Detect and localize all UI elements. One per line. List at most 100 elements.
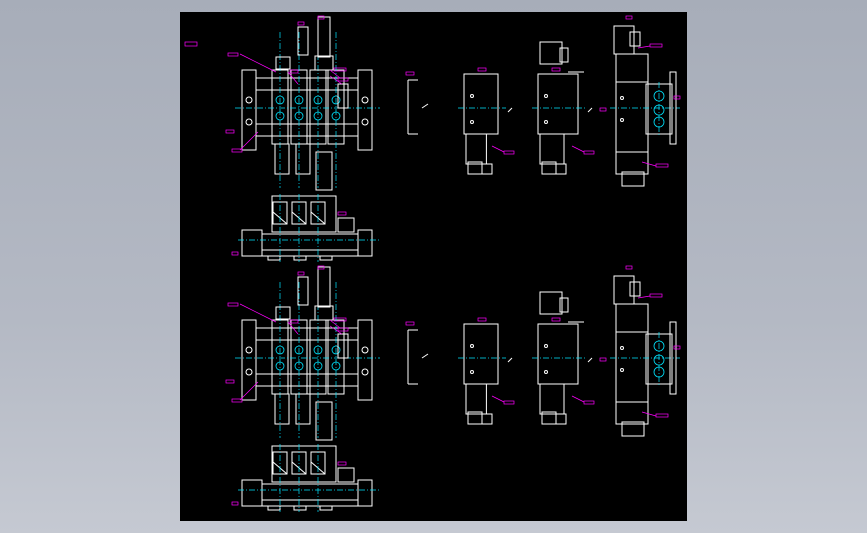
dimension-tag xyxy=(625,265,633,270)
valve-solenoid-side-view xyxy=(599,15,681,187)
end-plate-hole xyxy=(361,118,369,126)
mount-hole xyxy=(620,368,624,372)
leader-line xyxy=(571,145,585,153)
front-right-end xyxy=(357,229,373,257)
end-plate-hole xyxy=(245,368,253,376)
mount-hole xyxy=(544,344,548,348)
solenoid-coil xyxy=(314,305,334,321)
solenoid-coil xyxy=(275,306,291,320)
front-valve-bank xyxy=(271,445,337,483)
manifold-front-view xyxy=(231,444,380,512)
solenoid-top xyxy=(297,276,309,306)
leader-line xyxy=(641,161,657,167)
mount-hole xyxy=(620,118,624,122)
left-end-plate xyxy=(241,69,257,151)
solenoid-bottom xyxy=(295,393,311,425)
outline-rect xyxy=(267,255,281,261)
valve-side-view-b xyxy=(532,291,595,425)
front-fitting xyxy=(337,467,355,483)
mount-hole xyxy=(544,120,548,124)
solenoid-bottom xyxy=(295,143,311,175)
manifold-plan-view xyxy=(225,265,380,441)
right-end-plate xyxy=(357,319,373,401)
solenoid-coil xyxy=(275,56,291,70)
front-fitting xyxy=(337,217,355,233)
valve-side-view-a xyxy=(458,317,515,425)
leader-line xyxy=(491,395,505,403)
dimension-tag xyxy=(551,67,561,72)
leader-line xyxy=(329,69,341,79)
sheet-tag xyxy=(184,41,198,47)
leader-line xyxy=(637,295,651,299)
dimension-tag xyxy=(225,379,235,384)
outline-rect xyxy=(293,505,307,511)
actuator-cap xyxy=(555,413,567,425)
dimension-tag xyxy=(405,71,415,76)
side-fitting xyxy=(337,333,349,359)
dimension-tag xyxy=(583,400,595,405)
valve-stack-body xyxy=(615,303,649,425)
valve-body xyxy=(537,73,579,135)
dimension-tag xyxy=(297,21,305,26)
upper-valve-set xyxy=(225,15,681,262)
end-plate-hole xyxy=(245,118,253,126)
dimension-tag xyxy=(333,317,347,322)
solenoid-top xyxy=(317,16,331,58)
dimension-tag xyxy=(625,15,633,20)
leader-line xyxy=(287,71,299,85)
line xyxy=(421,103,429,109)
line xyxy=(587,107,593,113)
front-right-end xyxy=(357,479,373,507)
valve-side-view-a xyxy=(458,67,515,175)
dimension-tag xyxy=(477,67,487,72)
front-left-end xyxy=(241,479,263,507)
valve-actuator xyxy=(539,133,565,165)
dimension-tag xyxy=(503,150,515,155)
mount-hole xyxy=(470,344,474,348)
solenoid-bottom xyxy=(315,151,333,191)
line xyxy=(507,357,513,363)
solenoid-top xyxy=(297,26,309,56)
dimension-tag xyxy=(655,413,669,418)
valve-solenoid-side-view xyxy=(599,265,681,437)
dimension-tag xyxy=(599,357,607,362)
solenoid-head xyxy=(539,41,563,65)
bracket-detail-view xyxy=(405,321,429,385)
end-plate-hole xyxy=(361,346,369,354)
end-plate-hole xyxy=(361,368,369,376)
dimension-tag xyxy=(337,461,347,466)
lower-valve-set xyxy=(225,265,681,512)
dimension-tag xyxy=(649,43,663,48)
leader-line xyxy=(239,381,259,401)
connector xyxy=(559,47,569,63)
dimension-tag xyxy=(333,67,347,72)
mount-hole xyxy=(544,370,548,374)
upper-solenoid xyxy=(613,25,635,55)
mount-hole xyxy=(620,96,624,100)
end-plate-hole xyxy=(245,96,253,104)
actuator-cap xyxy=(481,413,493,425)
leader-line xyxy=(329,325,343,335)
valve-side-view-b xyxy=(532,41,595,175)
dimension-tag xyxy=(225,129,235,134)
manifold-plan-view xyxy=(225,15,380,191)
end-plate-hole xyxy=(361,96,369,104)
right-end-plate xyxy=(357,69,373,151)
dimension-tag xyxy=(317,15,325,20)
leader-line xyxy=(637,45,651,49)
front-base xyxy=(261,233,359,251)
dimension-tag xyxy=(227,302,239,307)
actuator-cap xyxy=(555,163,567,175)
dimension-tag xyxy=(673,95,681,100)
valve-body xyxy=(537,323,579,385)
valve-actuator xyxy=(539,383,565,415)
dimension-tag xyxy=(337,211,347,216)
lower-solenoid xyxy=(621,421,645,437)
connector xyxy=(559,297,569,313)
dimension-tag xyxy=(673,345,681,350)
mount-hole xyxy=(470,120,474,124)
dimension-tag xyxy=(477,317,487,322)
dimension-tag xyxy=(231,398,243,403)
dimension-tag xyxy=(317,265,325,270)
solenoid-top xyxy=(317,266,331,308)
